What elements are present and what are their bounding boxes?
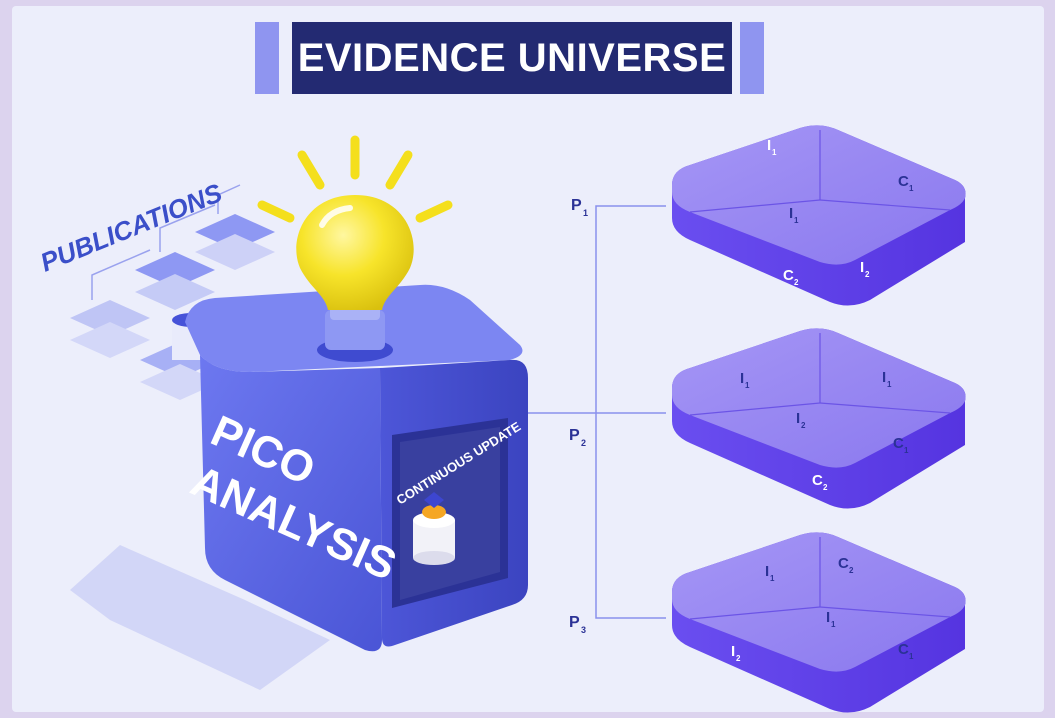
svg-text:1: 1 bbox=[909, 652, 914, 661]
svg-text:I: I bbox=[765, 563, 769, 580]
svg-text:2: 2 bbox=[736, 654, 741, 663]
svg-text:I: I bbox=[796, 410, 800, 427]
page-title: EVIDENCE UNIVERSE bbox=[292, 22, 732, 94]
svg-text:C: C bbox=[783, 267, 794, 284]
svg-text:2: 2 bbox=[581, 438, 586, 448]
title-accent-left bbox=[255, 22, 279, 94]
database-icon bbox=[413, 492, 455, 565]
svg-text:I: I bbox=[731, 643, 735, 660]
tray-p3 bbox=[672, 532, 966, 713]
svg-text:3: 3 bbox=[581, 625, 586, 635]
svg-text:I: I bbox=[767, 137, 771, 154]
svg-text:I: I bbox=[826, 609, 830, 626]
svg-text:2: 2 bbox=[865, 270, 870, 279]
svg-text:1: 1 bbox=[770, 574, 775, 583]
svg-text:1: 1 bbox=[745, 381, 750, 390]
title-accent-right bbox=[740, 22, 764, 94]
population-label-2: P 2 bbox=[569, 427, 586, 448]
svg-text:2: 2 bbox=[823, 483, 828, 492]
pico-machine bbox=[185, 284, 528, 652]
svg-text:1: 1 bbox=[887, 380, 892, 389]
svg-text:P: P bbox=[569, 427, 580, 444]
svg-text:I: I bbox=[860, 259, 864, 276]
svg-text:I: I bbox=[882, 369, 886, 386]
svg-text:1: 1 bbox=[794, 216, 799, 225]
svg-text:1: 1 bbox=[904, 446, 909, 455]
svg-text:P: P bbox=[571, 197, 582, 214]
svg-text:1: 1 bbox=[772, 148, 777, 157]
svg-text:C: C bbox=[838, 555, 849, 572]
svg-text:2: 2 bbox=[801, 421, 806, 430]
lightbulb-icon bbox=[257, 135, 453, 362]
svg-text:I: I bbox=[789, 205, 793, 222]
population-label-1: P 1 bbox=[571, 197, 588, 218]
svg-text:C: C bbox=[898, 641, 909, 658]
svg-text:C: C bbox=[898, 173, 909, 190]
tray-p2 bbox=[672, 328, 966, 509]
svg-text:P: P bbox=[569, 614, 580, 631]
population-label-3: P 3 bbox=[569, 614, 586, 635]
connector-lines bbox=[528, 205, 666, 619]
svg-text:I: I bbox=[740, 370, 744, 387]
svg-text:1: 1 bbox=[831, 620, 836, 629]
tray-p1 bbox=[672, 125, 966, 306]
svg-text:C: C bbox=[893, 435, 904, 452]
machine-shadow bbox=[70, 545, 330, 690]
svg-text:1: 1 bbox=[583, 208, 588, 218]
svg-text:2: 2 bbox=[849, 566, 854, 575]
svg-text:1: 1 bbox=[909, 184, 914, 193]
svg-text:C: C bbox=[812, 472, 823, 489]
svg-text:2: 2 bbox=[794, 278, 799, 287]
